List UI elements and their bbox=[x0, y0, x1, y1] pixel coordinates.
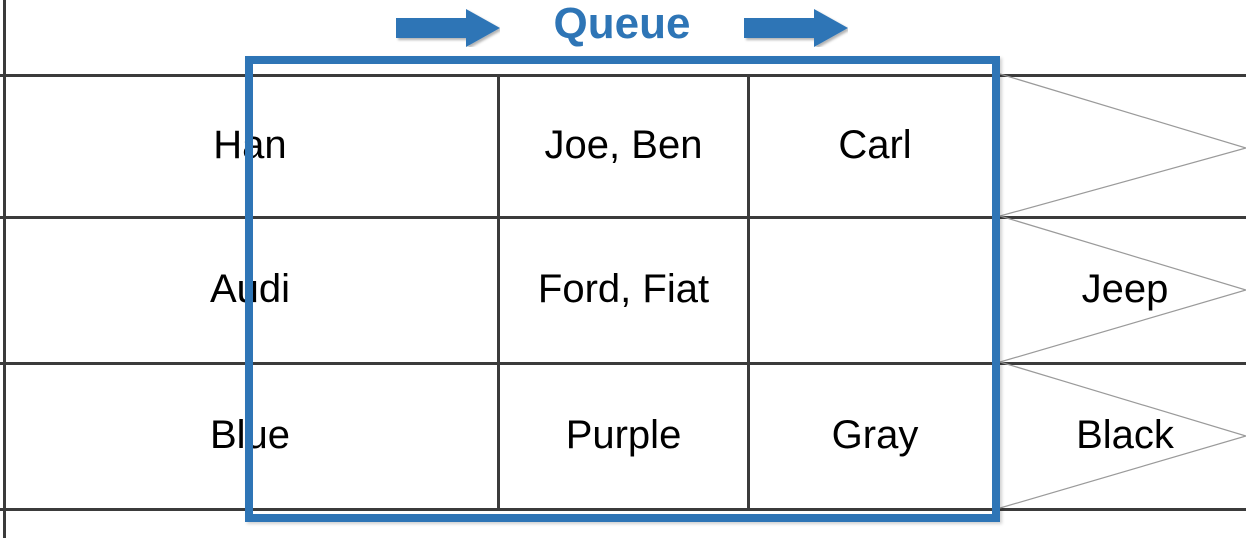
grid-hline bbox=[0, 216, 1246, 219]
grid-vline bbox=[747, 74, 750, 508]
grid-vline bbox=[3, 362, 6, 508]
table-row-label: Audi bbox=[209, 267, 291, 311]
table-cell: Gray bbox=[831, 413, 919, 457]
right-arrow-icon bbox=[744, 9, 848, 47]
table-cell: Joe, Ben bbox=[544, 123, 703, 167]
table-cell: Jeep bbox=[1081, 267, 1169, 311]
grid-vline bbox=[3, 508, 6, 538]
table-row-label: Han bbox=[213, 123, 287, 167]
grid-hline bbox=[0, 362, 1246, 365]
grid-vline bbox=[3, 74, 6, 216]
table-cell: Black bbox=[1076, 413, 1174, 457]
page-title: Queue bbox=[553, 0, 691, 48]
right-arrow-icon bbox=[396, 9, 500, 47]
title-band: Queue bbox=[0, 0, 1246, 56]
table-row-label: Blue bbox=[209, 413, 291, 457]
table-cell: Purple bbox=[565, 413, 682, 457]
grid-vline bbox=[3, 216, 6, 362]
table-cell: Carl bbox=[838, 123, 912, 167]
table-cell-empty bbox=[1000, 74, 1246, 216]
grid-hline bbox=[0, 74, 1246, 77]
table-cell: Ford, Fiat bbox=[537, 267, 710, 311]
grid-hline bbox=[0, 508, 1246, 511]
table-cell-empty bbox=[750, 216, 1000, 362]
grid-vline bbox=[497, 74, 500, 508]
grid-vline bbox=[3, 0, 6, 74]
